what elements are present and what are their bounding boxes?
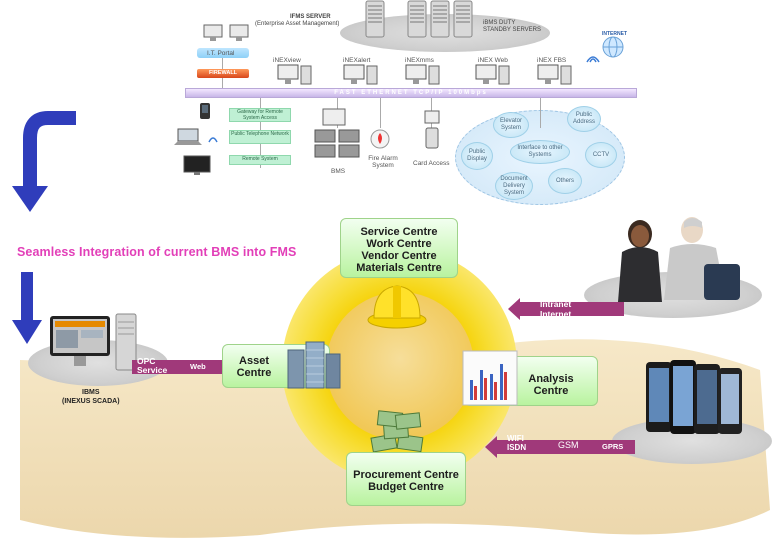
pda-icon (200, 103, 210, 119)
gateway-box: Remote System (229, 155, 291, 165)
wifi-icon (208, 137, 218, 143)
interface-node: Public Address (567, 106, 601, 132)
ibms-label: IBMS (82, 389, 100, 396)
tv-icon (183, 155, 211, 175)
module-label: iNEXview (273, 57, 301, 64)
connector-line (222, 58, 223, 69)
building-icon (287, 341, 341, 389)
workstation-icon (343, 64, 378, 85)
workstation-icon (405, 64, 440, 85)
it-portal-box (197, 48, 249, 58)
module-label: iNEXmms (405, 57, 434, 64)
connector-line (540, 98, 541, 128)
monitor-icon (203, 24, 223, 41)
laptop-icon (174, 128, 202, 145)
gprs-label: GPRS (602, 442, 624, 451)
module-label: iNEX Web (478, 57, 508, 64)
card-access-label: Card Access (413, 160, 450, 167)
smartphones-icon (646, 360, 742, 434)
intranet-arrow (508, 298, 624, 320)
curved-arrow-icon (12, 111, 76, 212)
headline: Seamless Integration of current BMS into… (17, 245, 297, 259)
opc-service-label: OPC Service (137, 356, 168, 375)
interface-node: Document Delivery System (495, 172, 533, 200)
wireless-arrow (485, 436, 635, 458)
opc-web-arrow (132, 356, 244, 378)
web-label: Web (190, 362, 206, 371)
ibms-sublabel: (INEXUS SCADA) (62, 398, 120, 405)
money-stack-icon (370, 410, 424, 453)
people-photo (618, 217, 740, 302)
controller-panel-icon (314, 108, 360, 158)
standby-label: iBMS DUTY STANDBY SERVERS (483, 20, 542, 33)
network-diagram: IFMS SERVER (Enterprise Asset Management… (165, 0, 645, 210)
down-arrow-icon (12, 272, 42, 344)
monitor-icon (229, 24, 249, 41)
connector-line (380, 98, 381, 128)
globe-icon (602, 36, 624, 58)
wifi-isdn-label: WIFI ISDN (507, 434, 527, 452)
gateway-box: Public Telephone Network (229, 130, 291, 144)
workstation-icon (475, 64, 510, 85)
ibms-workstation-icon (50, 313, 137, 371)
interface-center: Interface to other Systems (510, 140, 570, 164)
network-bar: FAST ETHERNET TCP/IP 100Mbps (185, 88, 637, 98)
interface-node: Others (548, 168, 582, 194)
workstation-icon (537, 64, 572, 85)
module-label: iNEXalert (343, 57, 371, 64)
server-rack-icon (430, 0, 450, 38)
fire-alarm-label: Fire Alarm System (368, 155, 398, 169)
connector-line (222, 78, 223, 88)
workstation-icon (277, 64, 312, 85)
server-rack-icon (365, 0, 385, 38)
bar-chart-icon (462, 350, 518, 406)
server-subtitle: (Enterprise Asset Management) (255, 21, 340, 27)
it-portal-label: I.T. Portal (207, 50, 235, 57)
service-centre-box: Service Centre Work Centre Vendor Centre… (340, 218, 458, 278)
interface-node: CCTV (585, 142, 617, 168)
gateway-box: Gateway for Remote System Access (229, 108, 291, 122)
internet-label: INTERNET (602, 31, 627, 37)
fire-alarm-icon (370, 129, 390, 149)
intranet-label: Intranet Internet (540, 299, 572, 319)
firewall-box: FIREWALL (197, 69, 249, 78)
procurement-centre-box: Procurement Centre Budget Centre (346, 452, 466, 506)
interface-node: Elevator System (493, 112, 529, 138)
gsm-label: GSM (558, 440, 579, 450)
server-rack-icon (407, 0, 427, 38)
wifi-icon (586, 56, 600, 63)
hard-hat-icon (367, 285, 427, 329)
interface-node: Public Display (461, 142, 493, 170)
bms-label: BMS (331, 168, 346, 175)
server-title: IFMS SERVER (290, 14, 331, 20)
server-rack-icon (453, 0, 473, 38)
module-label: iNEX FBS (537, 57, 567, 64)
card-reader-icon (424, 110, 440, 149)
